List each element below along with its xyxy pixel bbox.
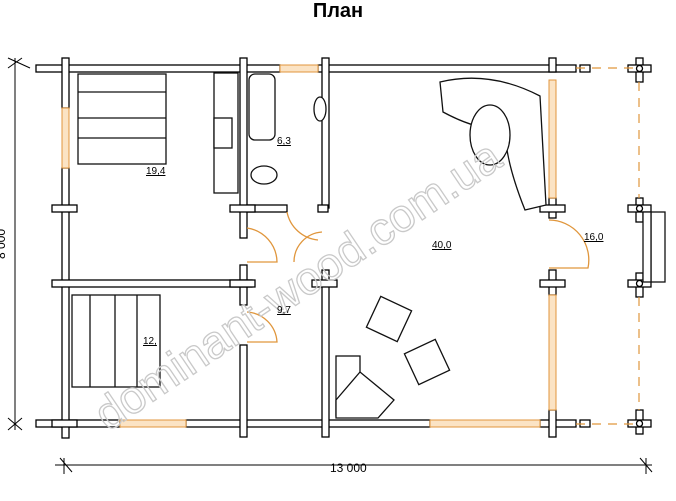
- terrace-steps: [650, 211, 666, 283]
- room-area-terrace: 16,0: [584, 232, 604, 243]
- dimension-vertical: [7, 57, 31, 431]
- doors: [246, 211, 590, 343]
- bed-2: [71, 294, 161, 388]
- room-area-living-room: 40,0: [432, 240, 452, 251]
- room-area-bedroom-1: 19,4: [146, 166, 166, 177]
- armchair-1: [365, 295, 413, 343]
- bed-1: [77, 73, 167, 165]
- walls: [35, 57, 666, 439]
- terrace-dashed-outline: [576, 67, 640, 425]
- dimension-horizontal: [55, 457, 653, 474]
- page-title: План: [312, 0, 364, 22]
- bathtub: [248, 73, 276, 141]
- room-area-bathroom: 6,3: [277, 136, 291, 147]
- armchair-2: [403, 338, 451, 386]
- coffee-table: [469, 104, 511, 166]
- furniture: [71, 72, 547, 419]
- windows: [61, 64, 557, 428]
- height-dimension-label: 8 000: [0, 228, 9, 259]
- toilet: [250, 165, 278, 185]
- room-area-bedroom-2: 12,: [143, 336, 157, 347]
- width-dimension-label: 13 000: [330, 461, 367, 475]
- room-area-hall: 9,7: [277, 305, 291, 316]
- sink: [313, 96, 327, 122]
- terrace-posts: [579, 57, 652, 435]
